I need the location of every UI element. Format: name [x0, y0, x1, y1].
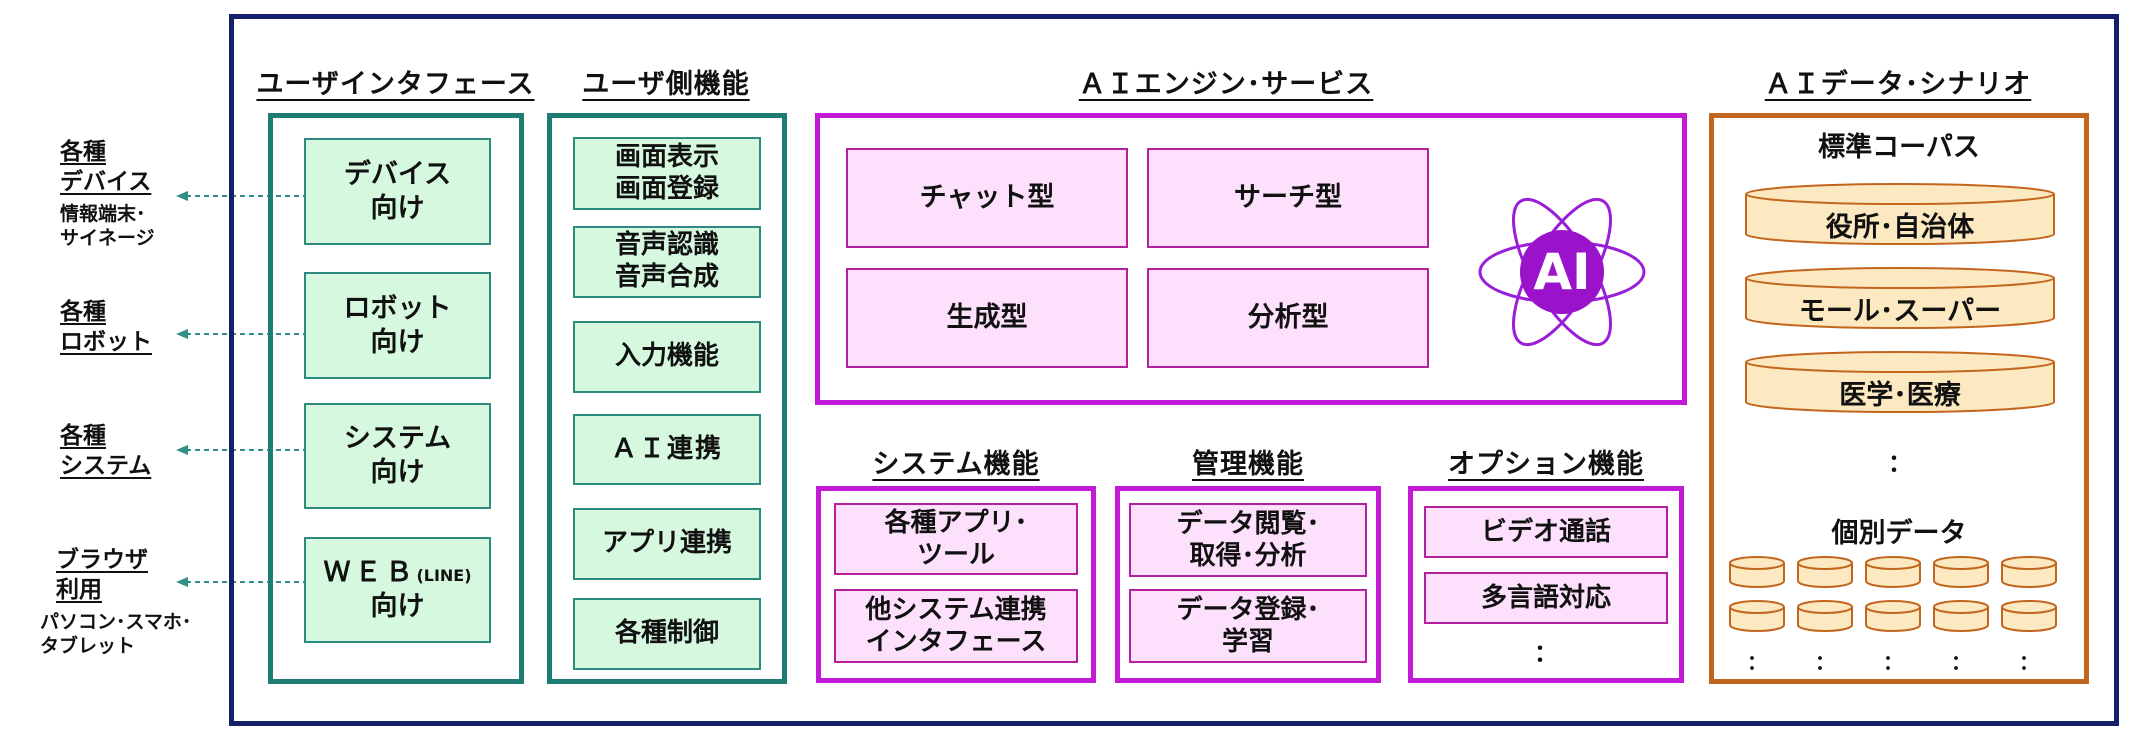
left-label-title: 各種 システム — [60, 423, 152, 479]
ai-engine-box — [815, 113, 1687, 405]
option-item: 多言語対応 — [1424, 572, 1668, 624]
left-label-systems: 各種 システム — [60, 422, 230, 482]
manage-item: データ登録･ 学習 — [1129, 589, 1367, 663]
user-item: 音声認識 音声合成 — [573, 226, 761, 298]
ui-item-label2: 向け — [370, 457, 425, 488]
option-box — [1408, 486, 1684, 683]
manage-item: データ閲覧･ 取得･分析 — [1129, 503, 1367, 577]
ai-engine-item: 分析型 — [1147, 268, 1429, 368]
left-label-robots: 各種 ロボット — [60, 298, 230, 358]
system-item: 他システム連携 インタフェース — [834, 589, 1078, 663]
ui-item-label: ロボット — [343, 292, 452, 324]
left-label-title: 各種 デバイス — [60, 139, 152, 195]
individual-ellipsis: ： — [1815, 649, 1835, 674]
left-label-devices: 各種 デバイス 情報端末･ サイネージ — [60, 138, 230, 251]
section-title-manage: 管理機能 — [1192, 449, 1304, 480]
ai-logo-text: AI — [1533, 243, 1591, 301]
individual-ellipsis: ： — [1951, 649, 1971, 674]
corpus-title: 標準コーパス — [1818, 131, 1980, 163]
option-ellipsis: ： — [1534, 638, 1558, 667]
ui-item-suffix: (LINE) — [416, 566, 472, 586]
corpus-cylinders — [1745, 183, 2055, 413]
left-label-title: 各種 ロボット — [60, 299, 152, 355]
user-item: アプリ連携 — [573, 508, 761, 580]
user-item: 画面表示 画面登録 — [573, 137, 761, 210]
ai-logo: AI — [1462, 172, 1662, 372]
corpus-item: 役所･自治体 — [1825, 211, 1975, 243]
individual-ellipsis: ： — [1747, 649, 1767, 674]
ui-item-web: ＷＥＢ(LINE) 向け — [304, 537, 491, 643]
user-column — [547, 113, 787, 684]
option-item: ビデオ通話 — [1424, 506, 1668, 558]
left-label-sub: パソコン･スマホ･ タブレット — [40, 610, 192, 658]
ui-item-system: システム向け — [304, 403, 491, 509]
ui-item-robot: ロボット向け — [304, 272, 491, 379]
ui-item-label2: 向け — [370, 591, 425, 622]
user-item: 入力機能 — [573, 321, 761, 393]
individual-ellipsis: ： — [1883, 649, 1903, 674]
section-title-option: オプション機能 — [1448, 449, 1644, 480]
system-item: 各種アプリ･ ツール — [834, 503, 1078, 575]
ai-engine-item: 生成型 — [846, 268, 1128, 368]
section-title-ai: ＡＩエンジン･サービス — [1078, 69, 1374, 100]
section-title-data: ＡＩデータ･シナリオ — [1764, 69, 2032, 100]
individual-title: 個別データ — [1831, 517, 1967, 549]
individual-cylinders — [1729, 556, 2057, 632]
manage-box — [1115, 486, 1381, 683]
ui-column — [268, 113, 524, 684]
data-box — [1709, 113, 2089, 684]
left-label-sub: 情報端末･ サイネージ — [60, 202, 155, 250]
corpus-item: モール･スーパー — [1798, 295, 2002, 327]
atom-icon — [1478, 197, 1646, 347]
section-title-ui: ユーザインタフェース — [256, 69, 535, 100]
user-item: ＡＩ連携 — [573, 414, 761, 485]
system-box — [816, 486, 1096, 683]
corpus-item: 医学･医療 — [1839, 379, 1961, 411]
ui-item-label2: 向け — [370, 192, 425, 224]
ui-item-device: デバイス向け — [304, 138, 491, 245]
main-frame — [229, 14, 2119, 726]
individual-ellipsis: ： — [2019, 649, 2039, 674]
left-label-browser: ブラウザ 利用 パソコン･スマホ･ タブレット — [40, 546, 240, 659]
left-label-title: ブラウザ 利用 — [56, 547, 148, 603]
user-item: 各種制御 — [573, 598, 761, 670]
ui-item-label: デバイス — [343, 158, 452, 190]
ui-item-label2: 向け — [370, 326, 425, 358]
ui-item-label: システム — [343, 423, 452, 455]
section-title-user: ユーザ側機能 — [582, 69, 750, 100]
ai-engine-item: チャット型 — [846, 148, 1128, 248]
corpus-ellipsis: ： — [1888, 448, 1912, 477]
ui-item-label: ＷＥＢ — [323, 557, 417, 589]
section-title-system: システム機能 — [872, 449, 1040, 480]
ai-engine-item: サーチ型 — [1147, 148, 1429, 248]
